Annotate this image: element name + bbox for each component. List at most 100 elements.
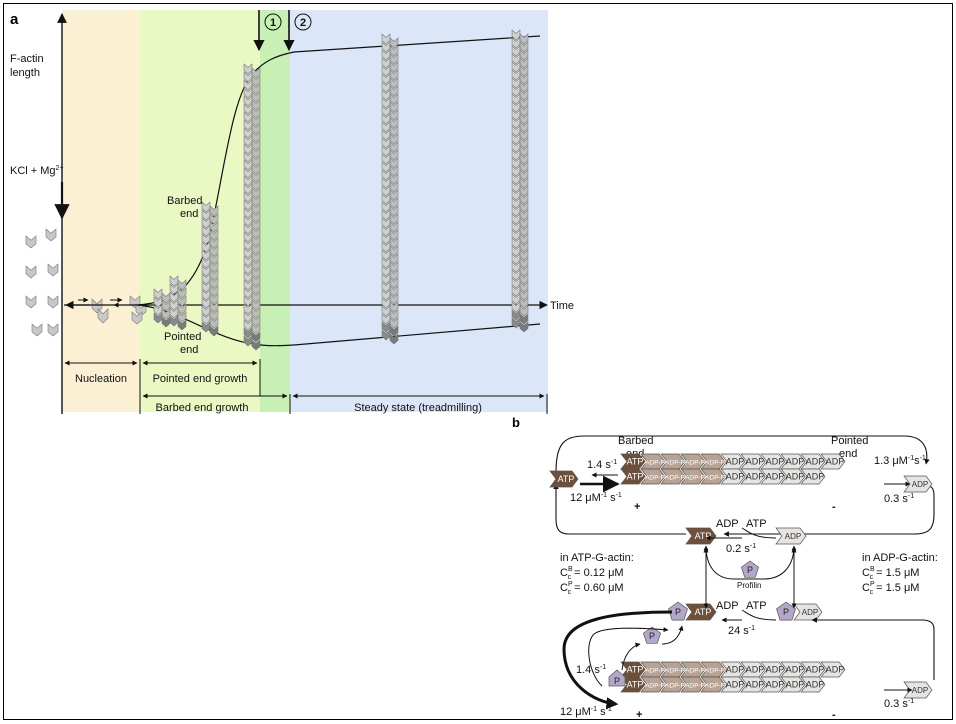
filament-early-2 (170, 276, 186, 330)
free-adp-monomer-mid-label: ADP (785, 532, 801, 541)
atp-subunit-label: ATP (627, 472, 644, 482)
filament-max (244, 64, 260, 350)
pointed-growth-phase-bg (140, 10, 260, 412)
g-actin-monomer (26, 266, 36, 278)
top-pointed-on-sup2: -1 (920, 455, 926, 462)
adp-subunit-label: ADP (726, 680, 745, 690)
phase-barbed-growth-label: Barbed end growth (156, 402, 249, 414)
adp-subunit-label: ADP (766, 472, 785, 482)
profilin-exchange-rate: 24 s-1 (728, 625, 755, 637)
adp-subunit-label: ADP (746, 472, 765, 482)
pointed-end-label-line2: end (180, 344, 198, 356)
bottom-pointed-off-rate: 0.3 s-1 (884, 698, 914, 710)
adp-p-subunit-label: ADP-P (685, 683, 705, 690)
time-label: Time (550, 300, 574, 312)
top-on-rate: 12 μM-1 s-1 (570, 492, 622, 504)
top-pointed-on-rate: 1.3 μM-1s-1 (874, 455, 926, 467)
free-adp-monomer-bottom-label: ADP (912, 686, 928, 695)
phase-nucleation-label: Nucleation (75, 373, 127, 385)
kcl-mg-label: KCl + Mg2+ (10, 165, 64, 177)
adp-subunit-label: ADP (746, 457, 765, 467)
marker-1-label: 1 (270, 17, 276, 29)
profilin-exchange-atp: ATP (746, 600, 767, 612)
bottom-off-rate-text: 1.4 s (576, 664, 600, 676)
top-off-rate-text: 1.4 s (587, 459, 611, 471)
b-pointed-label-1: Pointed (831, 435, 868, 447)
bottom-off-rate: 1.4 s-1 (576, 664, 606, 676)
profilin-released-label: P (649, 631, 655, 641)
kcl-mg-sup: 2+ (56, 165, 64, 172)
adp-p-subunit-label: ADP-P (645, 475, 665, 482)
bottom-plus-end: + (636, 709, 642, 719)
adp-subunit-label: ADP (806, 680, 825, 690)
top-on-rate-text: 12 μM (570, 492, 601, 504)
adp-p-subunit-label: ADP-P (685, 475, 705, 482)
adp-subunit-label: ADP (726, 472, 745, 482)
adp-p-subunit-label: ADP-P (705, 668, 725, 675)
profilin-exchange-adp: ADP (716, 600, 739, 612)
profilin-complex-adp-p-label: P (783, 607, 789, 617)
free-atp-monomer-mid-label: ATP (695, 531, 712, 541)
adp-subunit-label: ADP (786, 680, 805, 690)
atp-cb-sup: B (568, 566, 573, 573)
adp-subunit-label: ADP (806, 665, 825, 675)
panel-a: a F-actin length KCl + Mg2+ Time Barbed … (10, 10, 574, 414)
top-plus-end: + (634, 501, 640, 513)
atp-g-actin-title: in ATP-G-actin: (560, 552, 634, 564)
g-actin-monomer (46, 229, 56, 241)
adp-p-subunit-label: ADP-P (665, 475, 685, 482)
adp-p-subunit-label: ADP-P (645, 668, 665, 675)
adp-p-subunit-label: ADP-P (665, 460, 685, 467)
exchange-atp: ATP (746, 518, 767, 530)
bottom-on-rate-sup2: -1 (606, 706, 612, 713)
profilin-pentagon-label: P (614, 676, 620, 686)
adp-subunit-label: ADP (786, 665, 805, 675)
top-pointed-off-sup: -1 (908, 493, 914, 500)
adp-cb-sup: B (870, 566, 875, 573)
marker-2-label: 2 (300, 17, 306, 29)
adp-subunit-label: ADP (766, 665, 785, 675)
profilin-free-label: P (747, 565, 753, 575)
exchange-rate-sup: -1 (750, 543, 756, 550)
adp-p-subunit-label: ADP-P (665, 683, 685, 690)
bottom-on-rate: 12 μM-1 s-1 (560, 706, 612, 718)
g-actin-monomer (26, 236, 36, 248)
b-barbed-label-1: Barbed (618, 435, 653, 447)
adp-subunit-label: ADP (786, 457, 805, 467)
profilin-rate-sup: -1 (749, 625, 755, 632)
adp-subunit-label: ADP (766, 680, 785, 690)
top-on-rate-sup2: -1 (616, 492, 622, 499)
adp-subunit-label: ADP (806, 472, 825, 482)
exchange-rate: 0.2 s-1 (726, 543, 756, 555)
top-minus-end: - (832, 501, 836, 513)
atp-cb-value: = 0.12 μM (574, 567, 623, 579)
phase-steady-label: Steady state (treadmilling) (354, 402, 482, 414)
actin-treadmilling-figure: a F-actin length KCl + Mg2+ Time Barbed … (4, 4, 952, 719)
adp-p-subunit-label: ADP-P (705, 460, 725, 467)
figure-frame: a F-actin length KCl + Mg2+ Time Barbed … (3, 3, 953, 720)
g-actin-monomer (26, 296, 36, 308)
bottom-pointed-off-text: 0.3 s (884, 698, 908, 710)
atp-cp-sub: c (568, 589, 572, 596)
atp-subunit-label: ATP (627, 680, 644, 690)
adp-p-subunit-label: ADP-P (705, 683, 725, 690)
g-actin-monomer (48, 264, 58, 276)
atp-cb-sub: c (568, 574, 572, 581)
bottom-filament: ATPADP-PADP-PADP-PADP-PADPADPADPADPADPAD… (609, 662, 845, 692)
pointed-end-label-line1: Pointed (164, 331, 201, 343)
atp-subunit-label: ATP (627, 665, 644, 675)
adp-subunit-label: ADP (726, 457, 745, 467)
phase-pointed-growth-label: Pointed end growth (153, 373, 248, 385)
profilin-complex-atp-label: ATP (695, 607, 712, 617)
top-off-rate-sup: -1 (611, 459, 617, 466)
adp-g-cb: CBc= 1.5 μM (862, 566, 919, 581)
adp-p-subunit-label: ADP-P (645, 683, 665, 690)
top-pointed-off-text: 0.3 s (884, 493, 908, 505)
barbed-end-label-line1: Barbed (167, 195, 202, 207)
adp-g-actin-title: in ADP-G-actin: (862, 552, 938, 564)
y-axis-label-line1: F-actin (10, 53, 44, 65)
adp-subunit-label: ADP (726, 665, 745, 675)
panel-b-letter: b (512, 415, 520, 430)
profilin-complex-adp-label: ADP (802, 608, 818, 617)
